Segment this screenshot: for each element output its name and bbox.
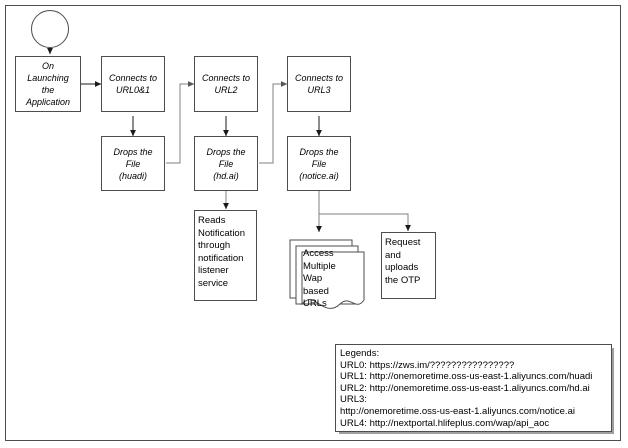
legend-url4: URL4: http://nextportal.hlifeplus.com/wa… xyxy=(340,417,550,429)
multi-document-shape xyxy=(289,239,365,309)
legend-url1: URL1: http://onemoretime.oss-us-east-1.a… xyxy=(340,371,593,383)
legend-url3-value: http://onemoretime.oss-us-east-1.aliyunc… xyxy=(340,405,575,417)
legends-box: Legends: URL0: https://zws.im/??????????… xyxy=(335,344,612,432)
legend-url0: URL0: https://zws.im/???????????????? xyxy=(340,359,515,371)
legend-url3-key: URL3: xyxy=(340,394,367,406)
legend-url2: URL2: http://onemoretime.oss-us-east-1.a… xyxy=(340,382,590,394)
start-node-circle xyxy=(31,10,69,48)
legends-heading: Legends: xyxy=(340,348,380,359)
